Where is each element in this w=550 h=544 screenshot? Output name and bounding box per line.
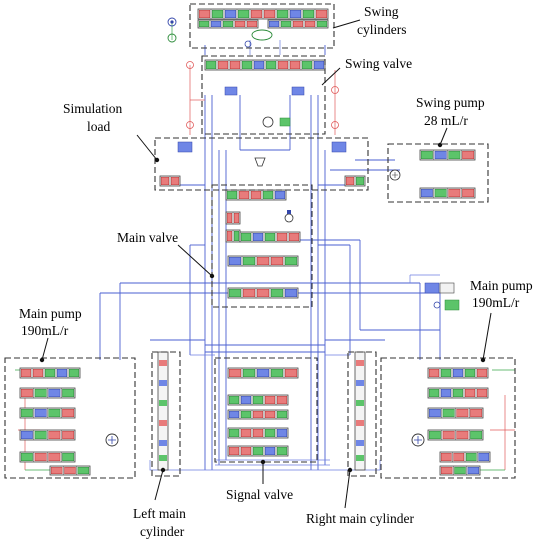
simulation-load-group	[154, 137, 369, 191]
valve-section	[427, 367, 489, 379]
label-swing-cylinders-line2: cylinders	[357, 22, 407, 37]
valve-section	[225, 229, 241, 243]
labels: Swing cylinders Swing valve Simulation l…	[19, 4, 533, 539]
cylinder-icon	[251, 29, 273, 41]
valve-section	[204, 59, 326, 71]
right-main-cylinder-group	[347, 351, 377, 477]
valve-section	[225, 211, 241, 225]
valve-section	[227, 445, 289, 457]
pump-motor-icon	[411, 433, 425, 447]
label-left-main-cylinder-line2: cylinder	[140, 524, 185, 539]
valve-section	[427, 387, 489, 399]
pressure-sensor-icon	[331, 86, 339, 94]
valve-section	[19, 451, 76, 463]
label-main-valve: Main valve	[117, 230, 178, 245]
label-swing-cylinders-line1: Swing	[364, 4, 399, 19]
label-main-pump-left-line2: 190mL/r	[21, 323, 69, 338]
sensor-icon	[167, 33, 177, 43]
valve-section	[239, 231, 301, 243]
label-main-pump-right-line1: Main pump	[470, 278, 533, 293]
label-simulation-load-line1: Simulation	[63, 101, 123, 116]
motor-icon	[262, 116, 274, 128]
pump-motor-icon	[105, 433, 119, 447]
valve-section	[427, 429, 484, 441]
valve-section	[19, 367, 81, 379]
valve-section	[227, 287, 299, 299]
valve-sections	[19, 8, 491, 476]
label-main-pump-left-line1: Main pump	[19, 306, 82, 321]
pump-icon	[389, 169, 401, 181]
label-signal-valve: Signal valve	[226, 487, 293, 502]
valve-section	[227, 367, 299, 379]
signal-valve-group	[214, 357, 318, 463]
swing-pump-group	[387, 143, 489, 203]
right-cylinder-body	[354, 351, 366, 471]
hydraulic-lines	[99, 40, 441, 471]
label-swing-pump-line1: Swing pump	[416, 95, 485, 110]
valve-section	[344, 175, 366, 187]
main-valve-group	[211, 184, 313, 308]
label-main-pump-right-line2: 190mL/r	[472, 295, 520, 310]
left-main-pump-group	[4, 357, 136, 479]
relief-valve-icon	[424, 282, 440, 294]
sensor-icon	[167, 17, 177, 27]
valve-section	[19, 387, 76, 399]
valve-section	[225, 189, 287, 201]
label-swing-valve: Swing valve	[345, 56, 412, 71]
valve-section	[227, 427, 289, 439]
valve-section	[419, 149, 476, 161]
valve-section	[19, 429, 76, 441]
valve-section	[267, 19, 329, 29]
swing-valve-group	[201, 55, 326, 135]
valve-section	[19, 407, 76, 419]
left-main-cylinder-group	[151, 351, 181, 477]
valve-section	[197, 19, 259, 29]
group-borders	[4, 3, 516, 479]
label-swing-pump-line2: 28 mL/r	[424, 113, 468, 128]
label-left-main-cylinder-line1: Left main	[133, 506, 186, 521]
valve-section	[439, 451, 491, 463]
valve-section	[227, 255, 299, 267]
load-icon	[254, 157, 266, 167]
pressure-sensor-icon	[186, 61, 194, 69]
component-symbols	[105, 17, 460, 471]
valve-section	[419, 187, 476, 199]
left-cylinder-body	[157, 351, 169, 471]
swing-cylinders-group	[189, 3, 335, 49]
label-simulation-load-line2: load	[87, 119, 110, 134]
leader-lines	[39, 19, 492, 509]
valve-section	[227, 409, 289, 420]
valve-section	[227, 394, 289, 406]
valve-section	[427, 407, 484, 419]
valve-section	[49, 465, 91, 476]
valve-section	[439, 465, 481, 476]
right-main-pump-group	[380, 357, 516, 479]
valve-section	[159, 175, 181, 187]
valve-section	[197, 8, 329, 20]
label-right-main-cylinder: Right main cylinder	[306, 511, 414, 526]
